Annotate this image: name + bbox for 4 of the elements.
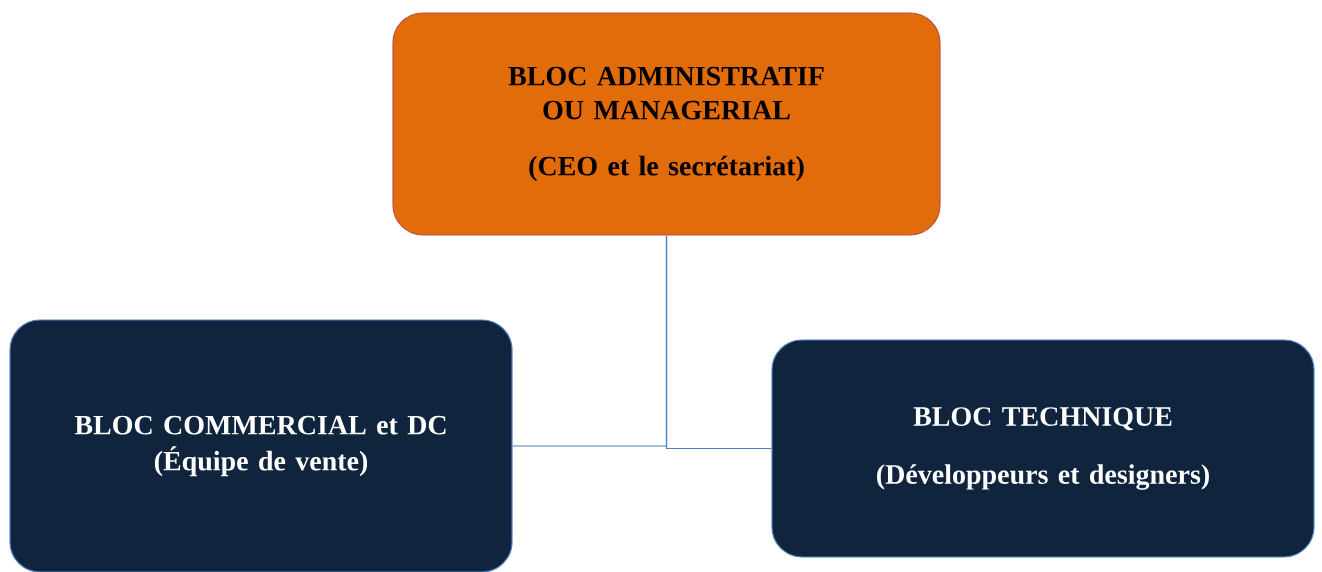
block-box: BLOC ADMINISTRATIF OU MANAGERIAL (CEO et le secrétariat) — [392, 12, 941, 236]
block-box: BLOC COMMERCIAL et DC (Équipe de vente) — [9, 319, 513, 572]
connector-line — [665, 235, 772, 450]
block-box: BLOC TECHNIQUE (Développeurs et designers) — [771, 339, 1315, 558]
